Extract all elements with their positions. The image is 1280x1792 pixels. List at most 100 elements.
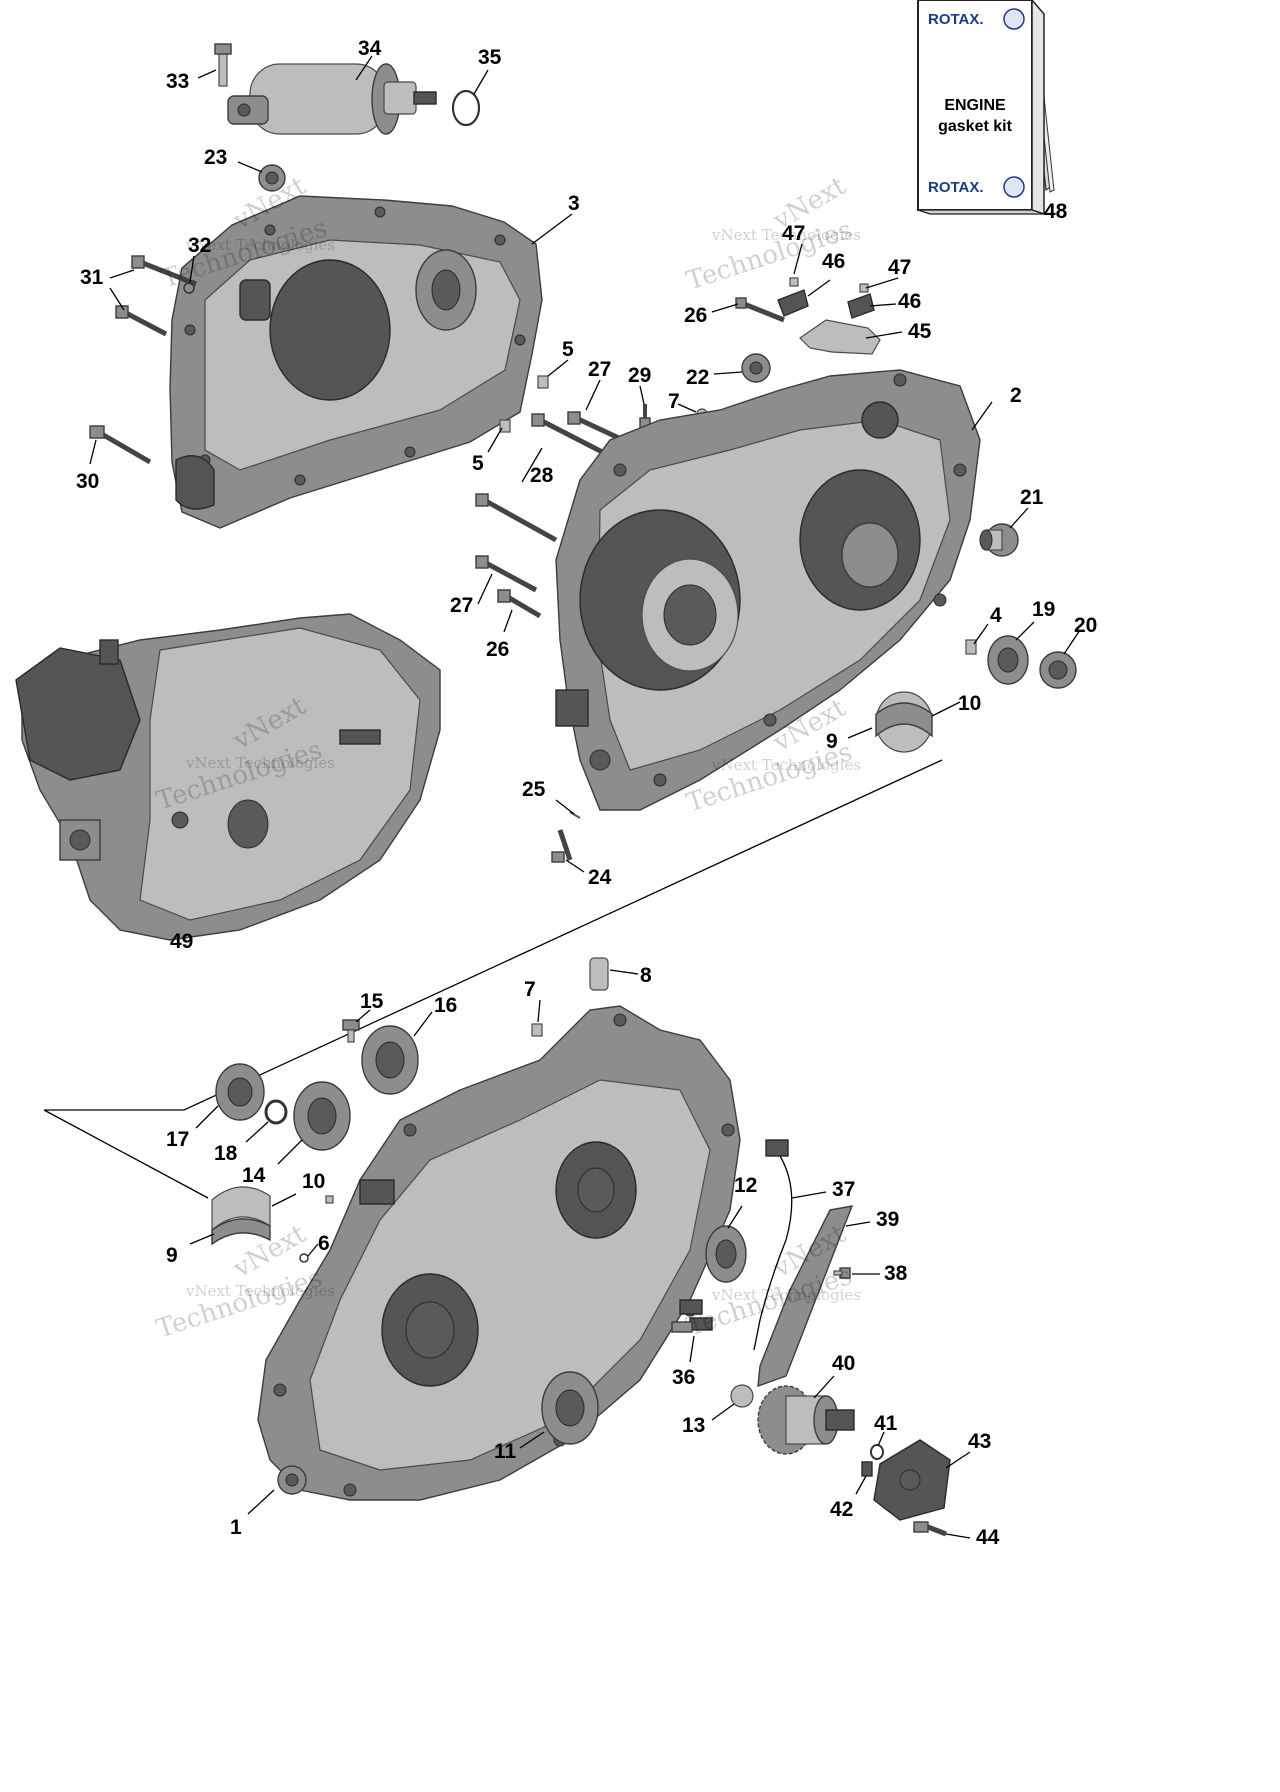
crankcase-half-2[interactable] [555,369,981,811]
pin-47-left[interactable] [789,277,799,287]
o-ring-35[interactable] [451,89,481,127]
seal-23[interactable] [258,164,286,192]
spring-42[interactable] [861,1461,873,1477]
plate-39[interactable] [757,1205,854,1388]
callout-31: 31 [80,266,104,289]
callout-38: 38 [884,1262,908,1285]
kit-brand-top: ROTAX. [928,11,984,28]
callout-43: 43 [968,1430,991,1453]
crankcase-half-3[interactable] [169,195,543,529]
svg-text:vNext Technologies: vNext Technologies [711,226,861,244]
svg-text:vNext Technologies: vNext Technologies [711,1286,861,1304]
callout-5-lower: 5 [472,452,484,475]
bearing-14[interactable] [293,1081,351,1151]
engine-assembly-49[interactable] [15,613,441,941]
plate-46-left[interactable] [777,289,809,317]
crankcase-half-1[interactable] [257,1005,741,1501]
sensor-37[interactable] [753,1139,793,1351]
dowel-4[interactable] [965,639,977,655]
svg-text:vNext Technologies: vNext Technologies [185,236,335,254]
cover-43[interactable] [873,1439,951,1521]
callout-44: 44 [976,1526,1000,1549]
seal-12[interactable] [705,1225,747,1283]
svg-text:vNext Technologies: vNext Technologies [185,754,335,772]
callout-numbers: 33 34 35 23 3 32 31 30 47 46 47 46 45 26… [76,37,1097,1549]
callout-39: 39 [876,1208,899,1231]
gasket-kit-box[interactable]: ROTAX. ENGINE gasket kit ROTAX. [917,0,1055,216]
seal-22[interactable] [741,353,771,383]
bolt-31-upper[interactable] [131,255,197,287]
dowel-7-lower[interactable] [531,1023,543,1037]
callout-17: 17 [166,1128,189,1151]
rotax-logo-icon [1003,8,1025,30]
callout-42: 42 [830,1498,853,1521]
gear-40[interactable] [757,1385,855,1455]
callout-11: 11 [494,1440,517,1463]
bearing-16[interactable] [361,1025,419,1095]
watermark-upper-right: Technologies vNext Technologies vNext [683,171,861,297]
callout-7-lower: 7 [524,978,536,1001]
pin-6[interactable] [325,1195,334,1204]
stud-28-upper[interactable] [531,413,612,459]
bolt-26-lower[interactable] [497,589,542,619]
assembly-connector-line-2 [43,1109,209,1199]
callout-15: 15 [360,990,384,1013]
starter-motor[interactable] [227,63,437,135]
bearing-17[interactable] [215,1063,265,1121]
callout-10-upper: 10 [958,692,981,715]
callout-40: 40 [832,1352,855,1375]
callout-47-right: 47 [888,256,911,279]
callout-26-lower: 26 [486,638,509,661]
callout-20: 20 [1074,614,1097,637]
shell-10-upper[interactable] [875,691,933,753]
dowel-32[interactable] [183,282,195,294]
callout-21: 21 [1020,486,1044,509]
stud-28-lower[interactable] [475,493,558,543]
callout-9-upper: 9 [826,730,838,753]
callout-49: 49 [170,930,193,953]
callout-16: 16 [434,994,457,1017]
bolt-26-upper[interactable] [735,297,785,323]
callout-18: 18 [214,1142,238,1165]
callout-5-upper: 5 [562,338,574,361]
bearing-21[interactable] [979,523,1019,557]
screw-15[interactable] [342,1019,360,1043]
bearing-19[interactable] [987,635,1029,685]
bolt-44[interactable] [913,1521,947,1537]
callout-9-lower: 9 [166,1244,178,1267]
callout-12: 12 [734,1174,757,1197]
callout-22: 22 [686,366,709,389]
washer-6[interactable] [299,1253,309,1263]
callout-47-left: 47 [782,222,805,245]
callout-8: 8 [640,964,652,987]
ring-41[interactable] [870,1444,884,1460]
stud-27-lower[interactable] [475,555,538,593]
washer-25[interactable] [569,811,581,819]
assembly-connector-line [44,759,943,1111]
callout-23: 23 [204,146,227,169]
callout-13: 13 [682,1414,705,1437]
bracket-45[interactable] [799,319,881,355]
dowel-8[interactable] [589,957,609,991]
seal-11[interactable] [541,1371,599,1445]
plate-46-right[interactable] [847,293,875,319]
callout-7-upper: 7 [668,390,680,413]
screw-38[interactable] [833,1267,851,1279]
bolt-33[interactable] [214,43,232,87]
callout-27-upper: 27 [588,358,611,381]
dowel-5-upper[interactable] [537,375,549,389]
callout-33: 33 [166,70,189,93]
kit-title-line2: gasket kit [938,118,1012,135]
bolt-24[interactable] [551,829,573,863]
ring-18[interactable] [264,1099,288,1125]
kit-title-line1: ENGINE [944,97,1006,114]
svg-text:vNext Technologies: vNext Technologies [711,756,861,774]
callout-10-lower: 10 [302,1170,325,1193]
bolt-30[interactable] [89,425,152,465]
shell-10-lower[interactable] [211,1186,271,1246]
clip-36[interactable] [671,1299,713,1333]
callout-1: 1 [230,1516,242,1539]
bushing-13[interactable] [730,1384,754,1408]
bearing-20[interactable] [1039,651,1077,689]
dowel-5-lower[interactable] [499,419,511,433]
